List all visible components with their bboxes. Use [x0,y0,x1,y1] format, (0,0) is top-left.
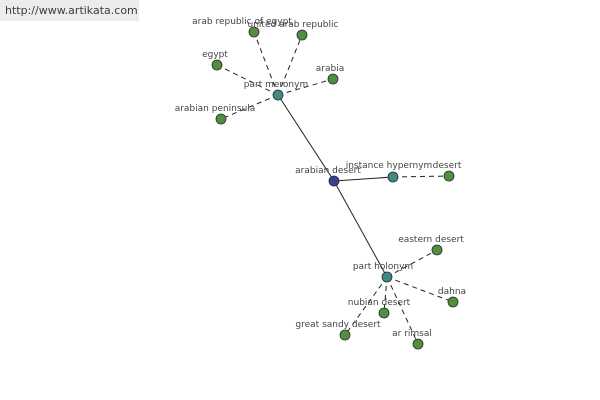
edge-part-holonym-to-ar-rimsal [386,276,419,345]
watermark-banner: http://www.artikata.com [0,0,139,21]
edge-arabian-desert-to-part-holonym [333,180,388,278]
node-ar-rimsal[interactable] [412,338,424,350]
edge-part-meronym-to-egypt [216,64,279,96]
label-part-holonym: part holonym [353,262,413,272]
label-ar-rimsal: ar rimsal [392,329,432,339]
node-part-meronym[interactable] [272,89,284,101]
edge-arabian-desert-to-instance-hypernym [333,176,394,182]
label-egypt: egypt [202,50,228,60]
edge-arabian-desert-to-part-meronym [277,94,335,182]
node-instance-hypernym[interactable] [387,171,399,183]
edge-part-meronym-to-united-arab-republic [277,34,303,96]
node-eastern-desert[interactable] [431,244,443,256]
node-great-sandy-desert[interactable] [339,329,351,341]
node-united-arab-republic[interactable] [296,29,308,41]
graph-labels: arabian desert part meronym instance hyper… [175,17,466,339]
edge-part-holonym-to-dahna [386,276,454,303]
graph-nodes [211,26,459,350]
node-arabia[interactable] [327,73,339,85]
label-eastern-desert: eastern desert [398,235,464,245]
node-dahna[interactable] [447,296,459,308]
label-part-meronym: part meronym [244,80,308,90]
node-part-holonym[interactable] [381,271,393,283]
label-arab-republic-of-egypt: arab republic of egypt [192,17,292,27]
node-nubian-desert[interactable] [378,307,390,319]
graph-edges [216,31,454,345]
edge-instance-hypernym-to-desert [392,175,450,178]
edge-part-meronym-to-arab-republic-of-egypt [253,31,279,96]
label-instance-hypernym: instance hypernym [346,161,433,171]
label-desert: desert [433,161,462,171]
edge-part-holonym-to-nubian-desert [383,276,388,314]
label-arabian-desert: arabian desert [295,166,361,176]
label-nubian-desert: nubian desert [348,298,411,308]
watermark-text[interactable]: http://www.artikata.com [5,4,138,17]
edge-part-meronym-to-arabia [277,78,334,96]
label-dahna: dahna [438,287,466,297]
edge-part-holonym-to-eastern-desert [386,249,438,278]
node-egypt[interactable] [211,59,223,71]
label-great-sandy-desert: great sandy desert [295,320,381,330]
node-arab-republic-of-egypt[interactable] [248,26,260,38]
edge-part-meronym-to-arabian-peninsula [220,94,279,120]
node-arabian-peninsula[interactable] [215,113,227,125]
label-united-arab-republic: united arab republic [248,20,339,30]
node-arabian-desert[interactable] [328,175,340,187]
label-arabia: arabia [316,64,344,74]
label-arabian-peninsula: arabian peninsula [175,104,256,114]
edge-part-holonym-to-great-sandy-desert [344,276,388,336]
node-desert[interactable] [443,170,455,182]
